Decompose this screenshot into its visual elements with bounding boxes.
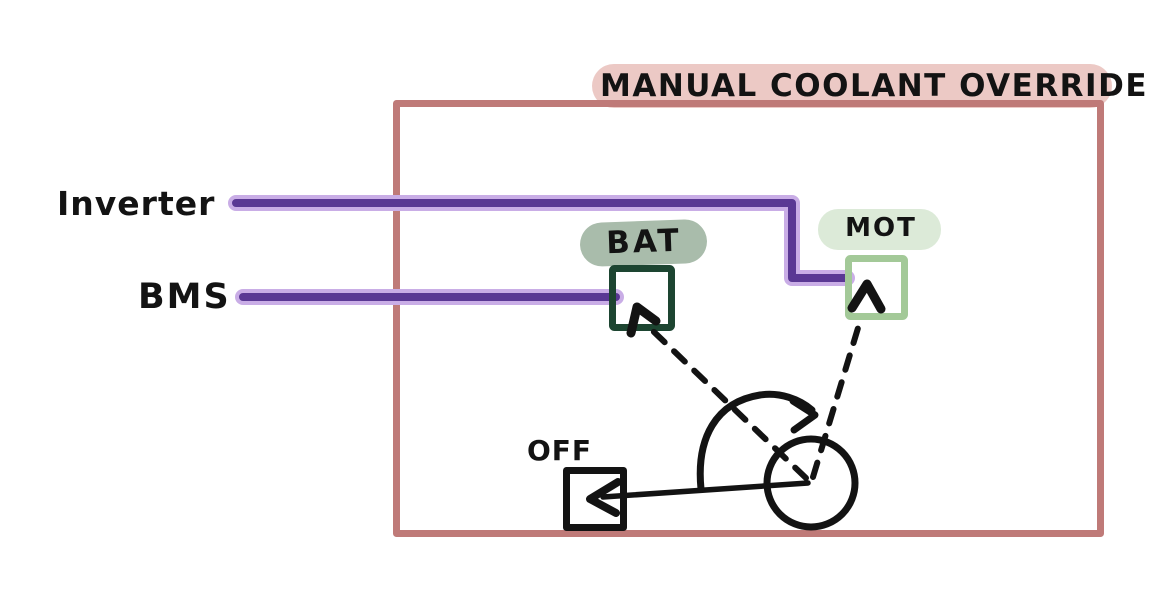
mot-highlight bbox=[818, 209, 941, 250]
knob-to-bat-arrowhead bbox=[626, 302, 661, 338]
knob-to-mot-dashed-arrow bbox=[810, 325, 861, 480]
rotation-arrowhead bbox=[789, 397, 819, 434]
mot-terminal-box bbox=[845, 255, 908, 320]
override-frame bbox=[393, 100, 1104, 537]
bat-highlight bbox=[580, 219, 707, 267]
inverter-wire bbox=[232, 199, 851, 282]
knob-to-bat-dashed-arrow bbox=[650, 328, 809, 481]
title-highlight bbox=[592, 64, 1112, 108]
off-label: OFF bbox=[527, 434, 593, 467]
knob-to-off-arrowhead bbox=[586, 478, 622, 517]
inverter-label: Inverter bbox=[57, 184, 216, 223]
inverter-wire-glow bbox=[228, 195, 855, 286]
selector-knob bbox=[763, 435, 859, 531]
bat-label: BAT bbox=[605, 222, 683, 262]
off-terminal-box bbox=[563, 467, 627, 531]
ink-layer bbox=[563, 279, 886, 531]
diagram-title: MANUAL COOLANT OVERRIDE bbox=[600, 68, 1148, 104]
mot-label: MOT bbox=[845, 213, 917, 243]
bms-label: BMS bbox=[138, 277, 231, 317]
knob-to-mot-arrowhead bbox=[847, 279, 886, 314]
knob-to-off-arrow bbox=[600, 480, 811, 500]
bat-terminal-box bbox=[609, 265, 675, 331]
